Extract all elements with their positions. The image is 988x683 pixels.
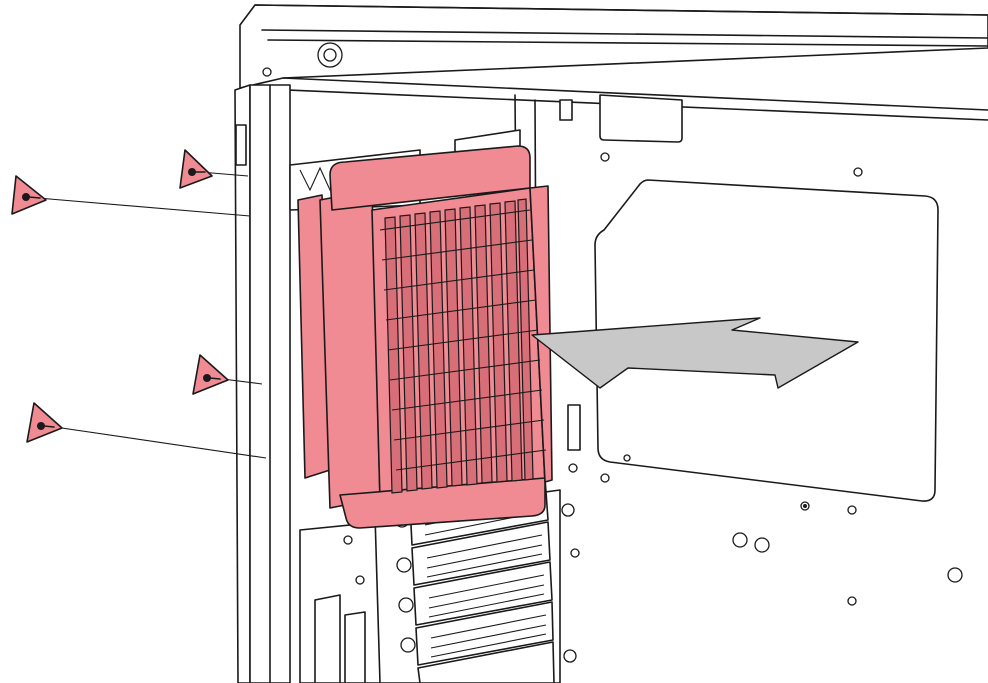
case-top-cutout	[599, 94, 683, 143]
case-back-panel	[514, 94, 963, 683]
screw-marker-icon	[179, 149, 213, 189]
case-rear-rail	[234, 84, 291, 683]
screw-2	[11, 175, 251, 217]
radiator	[297, 145, 553, 529]
screw-marker-icon	[192, 354, 229, 395]
screw-icon	[188, 168, 206, 176]
screw-icon	[37, 422, 55, 430]
screw-icon	[22, 193, 41, 201]
radiator-fins	[384, 198, 534, 494]
radiator-top-tank	[329, 145, 531, 211]
screw-marker-icon	[26, 402, 63, 443]
screw-3	[192, 354, 263, 395]
screw-icon	[203, 374, 221, 382]
expansion-slot-area	[299, 477, 561, 683]
screw-4	[26, 402, 267, 459]
screw-1	[179, 149, 249, 189]
radiator-bottom-tank	[339, 477, 546, 529]
insert-direction-arrow-icon	[531, 317, 859, 389]
